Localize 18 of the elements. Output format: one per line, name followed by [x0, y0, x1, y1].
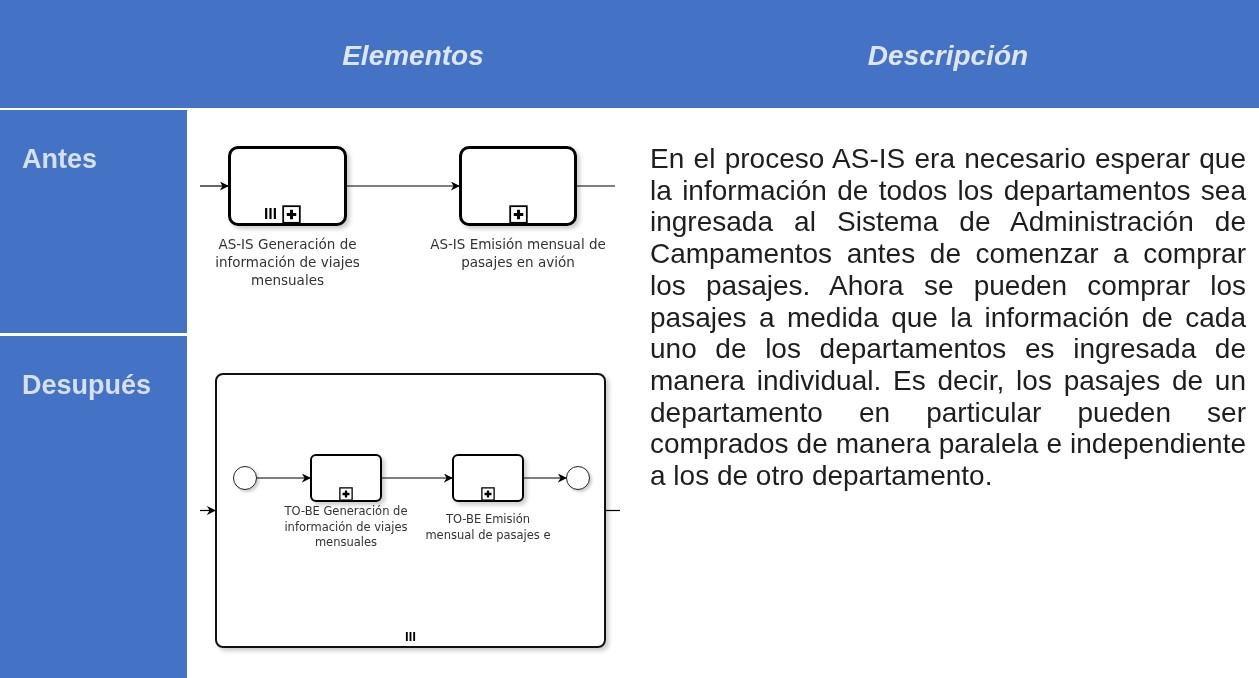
sequence-flow-arrow	[381, 473, 453, 483]
event-circle	[233, 466, 257, 490]
row-header: Desupués	[22, 370, 152, 401]
sequence-flow-arrow	[256, 473, 311, 483]
row-header: Antes	[22, 144, 97, 175]
event-circle	[566, 466, 590, 490]
description-paragraph: En el proceso AS-IS era necesario esperar que la información de todos los departamentos sea ingresada al Sistema de Administración de Campamentos antes de comenzar a comprar los pasajes. Ahora se pueden comprar los pasajes a medida que la información de cada uno de los departamentos es ingresada de manera individual. Es decir, los pasajes de un departamento en particular pueden ser comprados de manera paralela e independiente a los de otro departamento.	[650, 143, 1246, 492]
task-label: TO-BE Generación de información de viajes mensuales	[283, 504, 409, 551]
task-label: AS-IS Emisión mensual de pasajes en avión	[429, 235, 607, 272]
task-label: AS-IS Generación de información de viajes mensuales	[214, 235, 361, 290]
column-header: Descripción	[867, 40, 1029, 72]
subprocess-container	[215, 373, 606, 648]
sequence-flow-arrow	[199, 181, 229, 191]
sequence-flow-arrow	[523, 473, 567, 483]
sequence-flow-arrow	[346, 181, 460, 191]
sequence-flow-arrow	[199, 506, 216, 515]
task-label: TO-BE Emisión mensual de pasajes e	[424, 512, 552, 544]
column-header: Elementos	[342, 40, 484, 72]
